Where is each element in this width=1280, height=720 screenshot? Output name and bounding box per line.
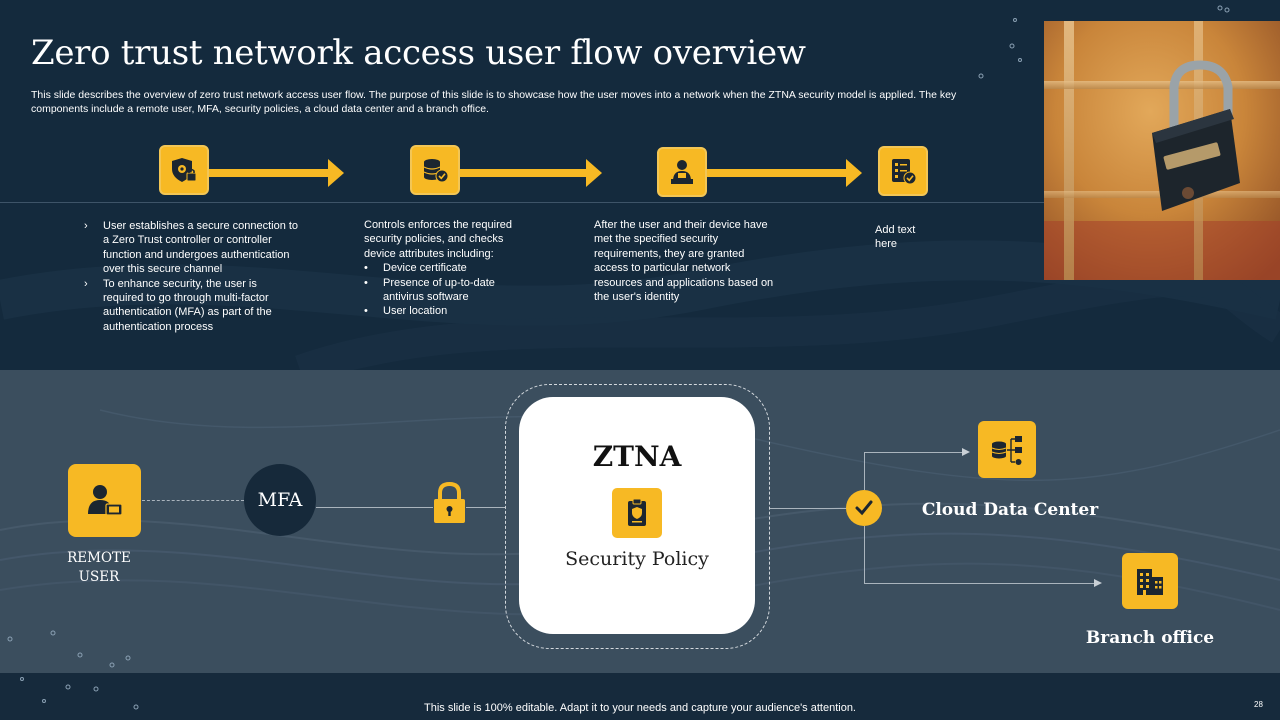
connector-check-up (864, 452, 865, 490)
mfa-node: MFA (244, 464, 316, 536)
divider-line (0, 202, 1044, 203)
branch-office-label: Branch office (1085, 628, 1215, 648)
ztna-subtitle: Security Policy (565, 548, 709, 570)
connector-remote-mfa (142, 500, 244, 501)
arrowhead-cloud (962, 448, 970, 456)
step3-user-badge-icon (657, 147, 707, 197)
step1-bullet: To enhance security, the user is require… (84, 277, 299, 335)
mfa-label: MFA (257, 489, 303, 511)
cloud-data-center-label: Cloud Data Center (921, 500, 1099, 520)
step2-text: Controls enforces the required security … (364, 218, 524, 319)
page-title: Zero trust network access user flow over… (31, 33, 806, 73)
ztna-title: ZTNA (592, 440, 682, 473)
step1-text: User establishes a secure connection to … (84, 219, 299, 334)
connector-to-branch (864, 583, 1094, 584)
decorative-dots (7, 630, 139, 710)
padlock-photo (1044, 21, 1280, 280)
padlock-icon (433, 481, 466, 529)
step2-bullet: Presence of up-to-date antivirus softwar… (364, 276, 524, 305)
decorative-dots-top (978, 18, 1022, 79)
connector-lock-ztna (466, 507, 506, 508)
office-building-icon (1122, 553, 1178, 609)
step4-text: Add text here (875, 224, 916, 251)
connector-to-cloud (864, 452, 962, 453)
data-center-icon (978, 421, 1036, 478)
connector-mfa-lock (316, 507, 433, 508)
step2-database-check-icon (410, 145, 460, 195)
footer-text: This slide is 100% editable. Adapt it to… (424, 702, 856, 714)
arrowhead-branch (1094, 579, 1102, 587)
connector-check-down (864, 526, 865, 584)
step3-text: After the user and their device have met… (594, 219, 774, 304)
remote-user-label: REMOTE USER (67, 550, 131, 585)
checkmark-icon (846, 490, 882, 526)
decorative-dots-corner (1217, 5, 1230, 13)
slide-description: This slide describes the overview of zer… (31, 89, 957, 115)
security-policy-icon (612, 488, 662, 538)
connector-ztna-check (770, 508, 847, 509)
step2-bullet: Device certificate (364, 261, 524, 276)
step2-intro: Controls enforces the required security … (364, 219, 512, 260)
remote-user-icon (68, 464, 141, 537)
footer-bar (0, 673, 1280, 720)
page-number: 28 (1254, 700, 1263, 709)
step1-bullet: User establishes a secure connection to … (84, 219, 299, 277)
step4-checklist-icon (878, 146, 928, 196)
ztna-dashed-ring (505, 384, 770, 649)
flow-arrow-1 (209, 159, 344, 187)
flow-arrow-3 (707, 159, 862, 187)
flow-arrow-2 (460, 159, 602, 187)
step1-shield-lock-icon (159, 145, 209, 195)
step2-bullet: User location (364, 304, 524, 319)
